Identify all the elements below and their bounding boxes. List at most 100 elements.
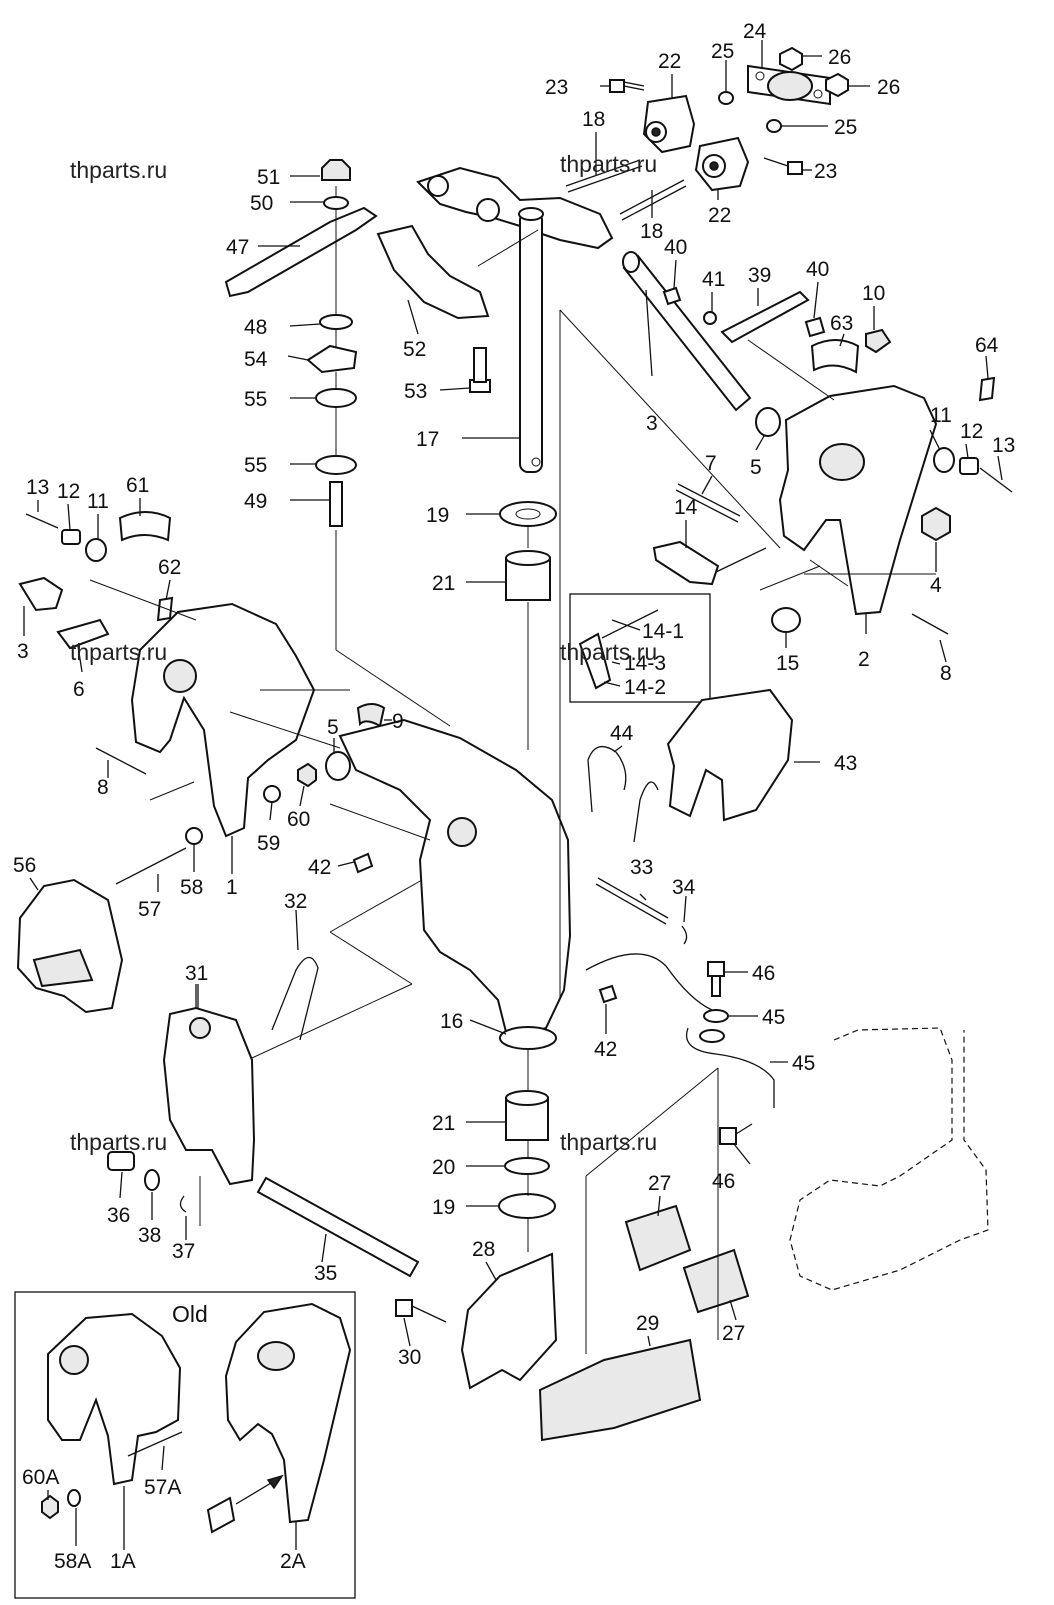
callout-6: 6: [73, 678, 85, 701]
pin-7: [677, 483, 741, 517]
callout-58A: 58A: [54, 1550, 91, 1573]
callout-58: 58: [180, 876, 203, 899]
callout-18-upper: 18: [582, 108, 605, 131]
washer-5-left: [325, 751, 351, 781]
callout-47: 47: [226, 236, 249, 259]
callout-44: 44: [610, 722, 634, 745]
anode-27-a: [624, 1204, 692, 1272]
steering-yoke: [416, 166, 614, 473]
callout-1A: 1A: [110, 1550, 136, 1573]
cap-9: [356, 703, 386, 728]
callout-7: 7: [705, 452, 717, 475]
bolt-13-left: [25, 513, 59, 529]
callout-63: 63: [830, 312, 853, 335]
callout-29: 29: [636, 1312, 659, 1335]
watermark-1: thparts.ru: [70, 157, 167, 183]
callout-23-upper: 23: [545, 76, 568, 99]
callout-17: 17: [416, 428, 439, 451]
washer-55-b: [315, 455, 357, 475]
bolt-57: [115, 847, 187, 885]
clamp-bracket-2: [778, 384, 938, 616]
spring-14: [715, 547, 767, 573]
callout-22-upper: 22: [658, 50, 681, 73]
callout-3-left: 3: [17, 640, 29, 663]
callout-32: 32: [284, 890, 307, 913]
parts-artwork: [16, 40, 1013, 1442]
callout-40-left: 40: [664, 236, 687, 259]
washer-25-b: [766, 119, 782, 133]
watermark-4: thparts.ru: [560, 639, 657, 665]
callout-37: 37: [172, 1240, 195, 1263]
spring-44: [587, 745, 659, 843]
nut-4: [921, 506, 951, 542]
boss-16: [447, 817, 477, 847]
callout-55-lower: 55: [244, 454, 267, 477]
bracket-31: [162, 1006, 256, 1186]
callout-22-lower: 22: [708, 204, 731, 227]
pin-33b: [595, 883, 667, 925]
bolt-53: [469, 347, 491, 393]
callout-11-left: 11: [87, 490, 109, 513]
bolt-46-b: [719, 1123, 753, 1145]
callout-59: 59: [257, 832, 280, 855]
plate-62: [156, 596, 174, 622]
callout-39: 39: [748, 264, 771, 287]
callout-16: 16: [440, 1010, 463, 1033]
callout-10: 10: [862, 282, 885, 305]
callout-46-lower: 46: [712, 1170, 735, 1193]
callout-18-lower: 18: [640, 220, 663, 243]
callout-25-lower: 25: [834, 116, 857, 139]
bolt-57A: [127, 1431, 183, 1457]
plate-24: [747, 64, 831, 106]
bolt-40-b: [804, 316, 826, 338]
tube-3-right: [622, 251, 752, 412]
callout-28: 28: [472, 1238, 495, 1261]
detail-box-14: [569, 593, 711, 703]
callout-46-upper: 46: [752, 962, 775, 985]
callout-45-lower: 45: [792, 1052, 815, 1075]
callout-12-right: 12: [960, 420, 983, 443]
spring-32: [271, 956, 319, 1041]
bracket-16-base: [499, 1026, 557, 1050]
callout-23-lower: 23: [814, 160, 837, 183]
callout-14-3: 14-3: [624, 652, 666, 675]
callout-3-right: 3: [646, 412, 658, 435]
callout-27-upper: 27: [648, 1172, 671, 1195]
pad-29: [538, 1338, 702, 1442]
callout-50: 50: [250, 192, 273, 215]
handle-56: [16, 878, 124, 1014]
callout-54: 54: [244, 348, 268, 371]
callout-31: 31: [185, 962, 208, 985]
friction-clamp-22-upper: [642, 94, 696, 154]
nut-26-b: [825, 72, 849, 98]
washer-55-a: [315, 388, 357, 408]
callout-56: 56: [13, 854, 36, 877]
callout-20: 20: [432, 1156, 455, 1179]
pin-7b: [675, 489, 739, 523]
clamp-bracket-2A: [224, 1302, 352, 1524]
plate-14: [652, 540, 720, 586]
assembly-lines: [89, 186, 936, 1354]
hose-45-b: [686, 1027, 775, 1108]
callout-27-lower: 27: [722, 1322, 745, 1345]
callout-48: 48: [244, 316, 267, 339]
callout-62: 62: [158, 556, 181, 579]
callout-1: 1: [226, 876, 238, 899]
clip-34: [681, 925, 688, 945]
watermark-6: thparts.ru: [560, 1129, 657, 1155]
callout-21-lower: 21: [432, 1112, 455, 1135]
callout-2A: 2A: [280, 1550, 306, 1573]
callout-9: 9: [392, 710, 404, 733]
bushing-61: [118, 511, 172, 542]
spring-36: [107, 1151, 135, 1171]
bolt-46-a: [707, 961, 725, 997]
callout-36: 36: [107, 1204, 130, 1227]
watermark-2: thparts.ru: [560, 151, 657, 177]
callout-34: 34: [672, 876, 696, 899]
arrow-head: [266, 1474, 284, 1490]
bolt-23-b: [763, 157, 803, 175]
hose-45-a: [585, 953, 713, 1011]
bushing-11-left: [85, 538, 107, 562]
clip-37: [179, 1195, 187, 1213]
